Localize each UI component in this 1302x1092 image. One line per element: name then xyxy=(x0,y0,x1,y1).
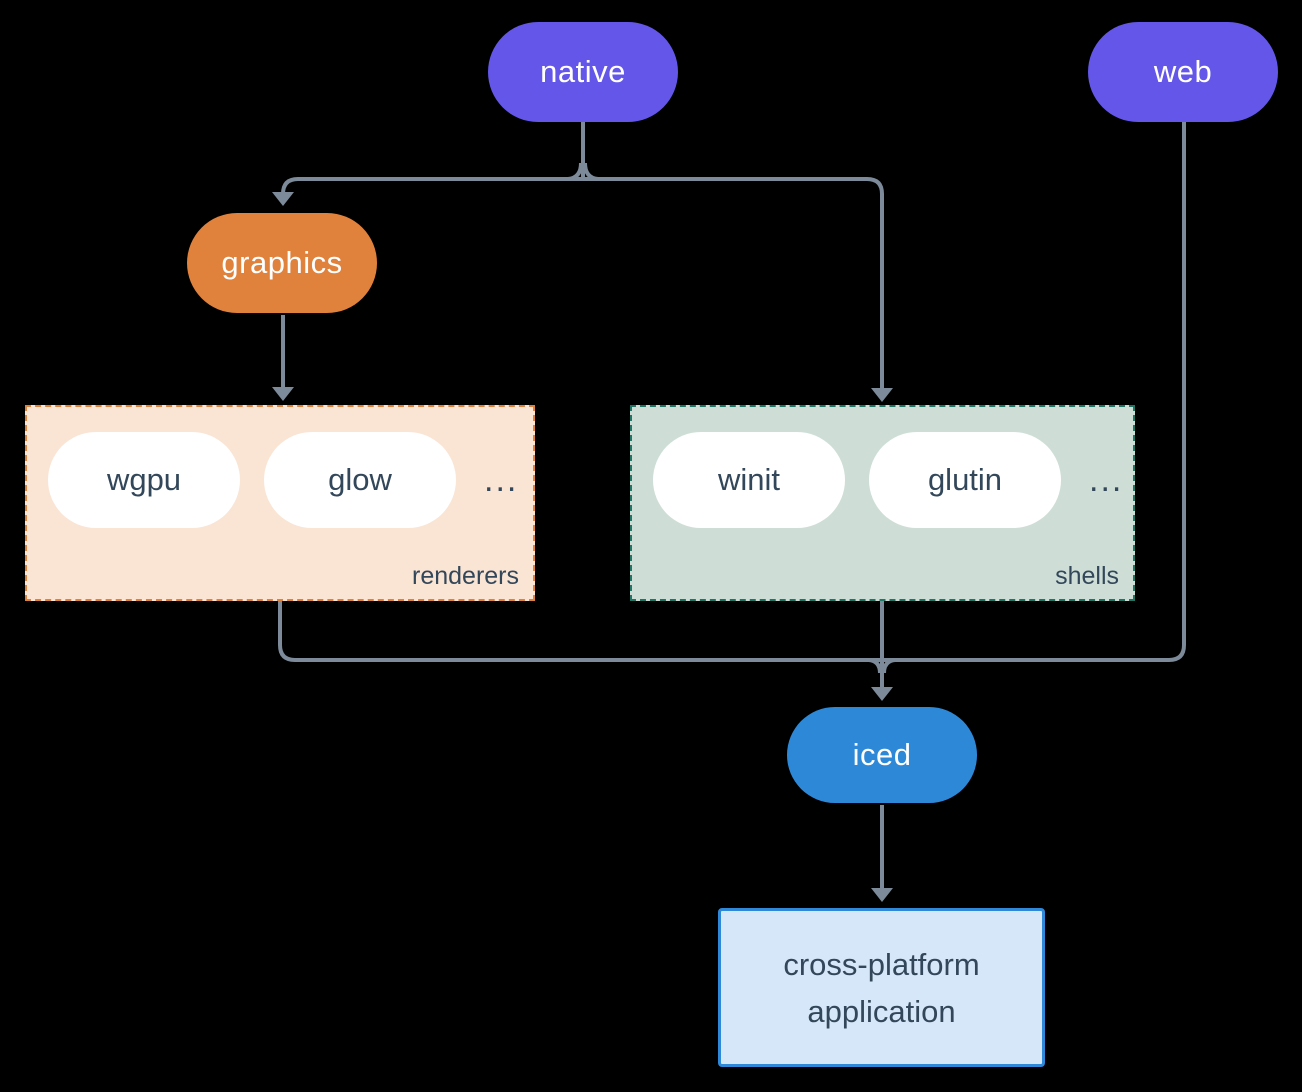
node-native-label: native xyxy=(540,54,626,89)
node-web: web xyxy=(1088,22,1278,122)
node-graphics-label: graphics xyxy=(221,245,343,280)
native-stem-flare-right xyxy=(583,162,599,181)
node-application: cross-platform application xyxy=(718,908,1045,1067)
node-web-label: web xyxy=(1153,54,1213,89)
renderers-group-label: renderers xyxy=(412,562,519,590)
shells-group: winit glutin ... shells xyxy=(630,405,1135,601)
merge-flare-right xyxy=(882,658,896,674)
renderers-group: wgpu glow ... renderers xyxy=(25,405,535,601)
merge-flare-left xyxy=(868,658,882,674)
arrowhead-application xyxy=(871,888,893,902)
native-stem-flare-left xyxy=(567,162,583,181)
node-graphics: graphics xyxy=(187,213,377,313)
shells-group-label: shells xyxy=(1055,562,1119,590)
shells-row: winit glutin ... xyxy=(653,432,1133,528)
renderers-row: wgpu glow ... xyxy=(48,432,533,528)
node-wgpu-label: wgpu xyxy=(106,462,182,497)
node-glow: glow xyxy=(264,432,456,528)
node-native: native xyxy=(488,22,678,122)
node-glow-label: glow xyxy=(328,462,392,497)
node-iced: iced xyxy=(787,707,977,803)
merge-rail-line xyxy=(278,122,1186,662)
node-winit-label: winit xyxy=(717,462,780,497)
node-wgpu: wgpu xyxy=(48,432,240,528)
node-winit: winit xyxy=(653,432,845,528)
arrowhead-iced xyxy=(871,687,893,701)
shells-ellipsis: ... xyxy=(1089,460,1124,499)
node-glutin-label: glutin xyxy=(927,462,1003,497)
node-application-label: cross-platform application xyxy=(783,946,980,1029)
arrowhead-graphics xyxy=(272,192,294,206)
node-glutin: glutin xyxy=(869,432,1061,528)
native-split-line xyxy=(281,177,884,389)
arrowhead-shells xyxy=(871,388,893,402)
arrowhead-renderers xyxy=(272,387,294,401)
renderers-ellipsis: ... xyxy=(484,460,519,499)
node-iced-label: iced xyxy=(852,737,912,772)
